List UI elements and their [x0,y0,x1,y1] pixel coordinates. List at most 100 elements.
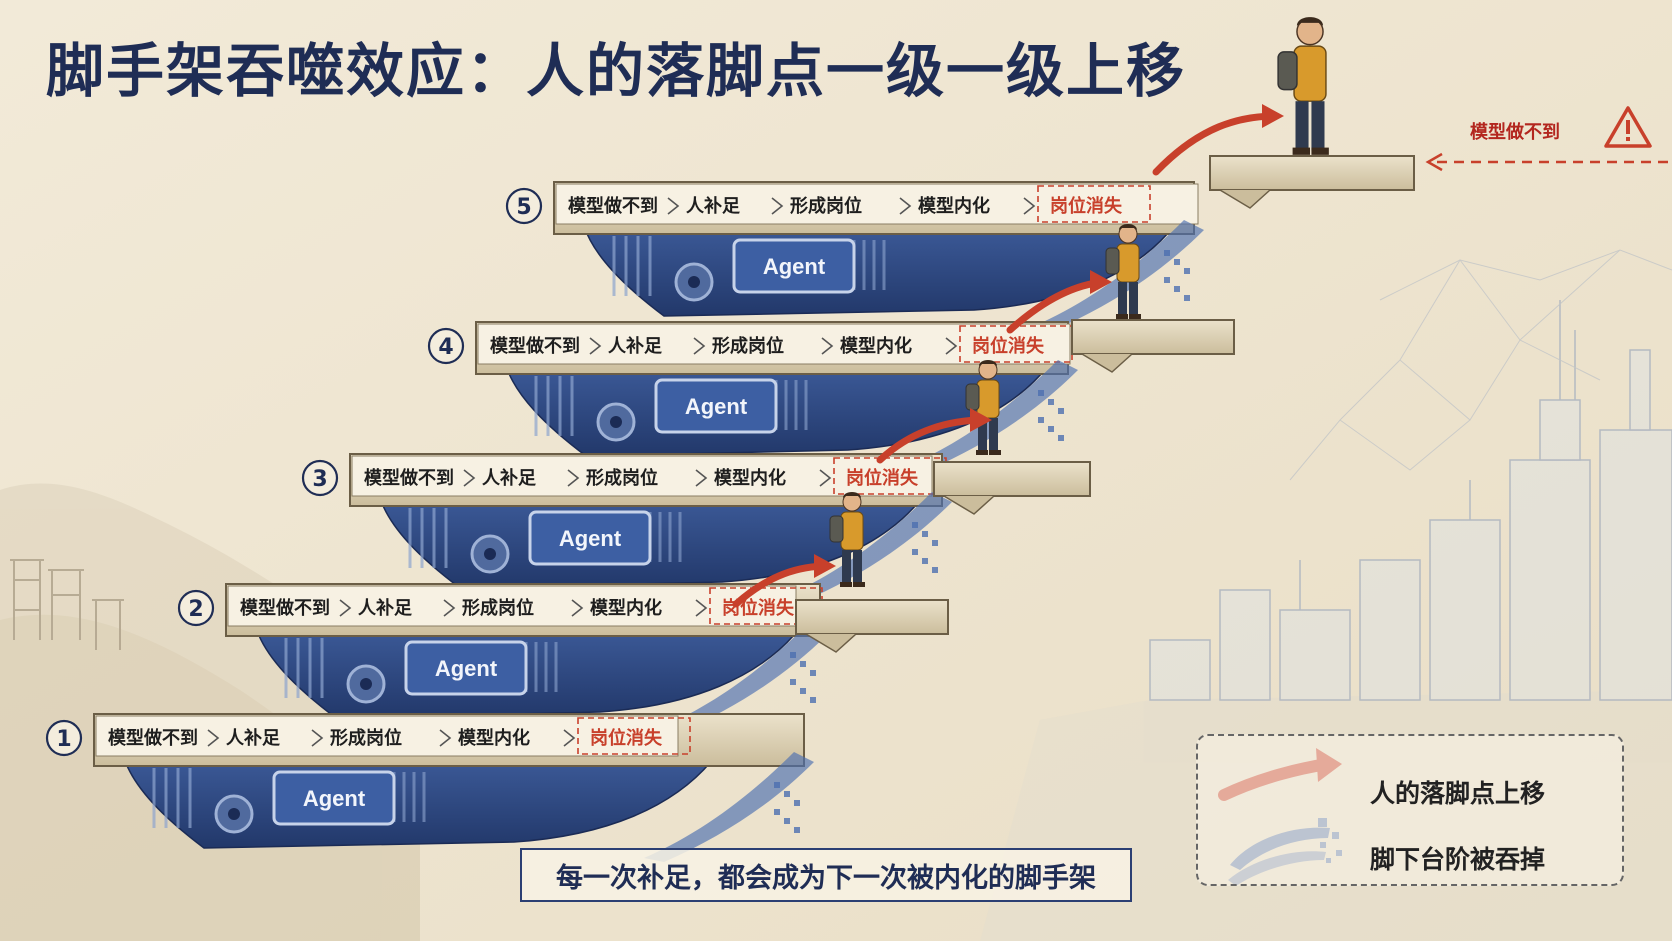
chevron-right-icon [339,599,352,617]
person-shoe [853,582,865,587]
gear-hub [688,276,700,288]
chevron-right-icon [571,599,584,617]
erosion-pixel [912,549,918,555]
agent-machine [254,627,802,719]
chevron-right-icon [821,337,834,355]
legend-arrow-label: 人的落脚点上移 [1370,779,1546,808]
erosion-pixel [1164,277,1170,283]
chain-item: 人补足 [608,335,662,357]
platform-crack [805,633,857,653]
person-1 [829,492,865,587]
chain-item: 形成岗位 [462,597,534,619]
person-leg [978,418,987,452]
chain-item: 模型做不到 [568,195,658,217]
platform-crack [1081,353,1133,373]
platform-crack [943,495,995,515]
chain-label-strip [95,715,679,757]
agent-label: Agent [685,394,748,419]
gear-hub [610,416,622,428]
agent-machine [582,225,1176,317]
chevron-right-icon [311,729,324,747]
person-hair [1296,17,1324,26]
step-number: 2 [188,597,203,622]
chevron-right-icon [667,197,680,215]
chevron-right-icon [589,337,602,355]
erosion-pixel [794,800,800,806]
final-item-box [1037,185,1151,223]
chevron-right-icon [463,469,476,487]
final-item-box [577,717,691,755]
chain-label-strip [555,183,1199,225]
agent-machine [122,757,716,849]
person-shoe [1116,314,1128,319]
agent-label: Agent [763,254,826,279]
chevron-right-icon [695,599,708,617]
person-jacket [840,511,864,551]
arrow-head-icon [1262,104,1284,128]
chevron-right-icon [443,599,456,617]
erosion-pixel [1184,268,1190,274]
agent-label: Agent [559,526,622,551]
chevron-right-icon [207,729,220,747]
stone-platform [795,599,949,635]
person-jacket [976,379,1000,419]
erosion-pixel [784,818,790,824]
chain-item: 模型做不到 [490,335,580,357]
person-leg [1295,101,1309,151]
erosion-pixel [784,791,790,797]
chevron-right-icon [439,729,452,747]
agent-panel [528,510,652,566]
chain-final-item: 岗位消失 [846,467,919,489]
erosion-pixel [790,652,796,658]
person-shoe [840,582,852,587]
warning-icon [1604,106,1652,148]
erosion-pixel [800,661,806,667]
erosion-pixel [810,697,816,703]
backpack-icon [1105,247,1120,275]
chain-item: 形成岗位 [330,727,402,749]
chain-item: 人补足 [358,597,412,619]
agent-panel [272,770,396,826]
chevron-right-icon [771,197,784,215]
platform-3 [1071,319,1235,373]
chain-item: 形成岗位 [586,467,658,489]
chevron-right-icon [563,729,576,747]
step-number: 5 [516,195,531,220]
erosion-streak [644,752,814,862]
erosion-streak [782,492,952,602]
platform-2 [933,461,1091,515]
chain-final-item: 岗位消失 [722,597,795,619]
person-3 [1105,224,1141,319]
stone-platform [933,461,1091,497]
person-leg [989,418,998,452]
chain-item: 模型做不到 [108,727,198,749]
erosion-pixel [932,540,938,546]
chain-item: 模型做不到 [364,467,454,489]
person-4 [1277,17,1329,155]
erosion-pixel [1164,250,1170,256]
top-warning-label: 模型做不到 [1470,122,1560,143]
erosion-pixel [922,531,928,537]
chain-final-item: 岗位消失 [590,727,663,749]
chain-item: 模型内化 [918,195,990,217]
arrow-head-icon [814,554,836,578]
chain-label-strip [477,323,1071,365]
person-hair [979,360,997,366]
erosion-pixel [1048,426,1054,432]
chevron-right-icon [693,337,706,355]
backpack-icon [1277,51,1298,91]
chain-final-item: 岗位消失 [972,335,1045,357]
person-leg [853,550,862,584]
erosion-streak [1034,220,1204,330]
erosion-pixel [794,827,800,833]
step-number: 4 [438,335,453,360]
chevron-right-icon [899,197,912,215]
erosion-pixel [800,688,806,694]
legend-box: 人的落脚点上移 脚下台阶被吞掉 [1196,734,1624,886]
chain-label-strip [227,585,797,627]
backpack-icon [965,383,980,411]
person-hair [843,492,861,498]
erosion-streak [908,360,1078,470]
